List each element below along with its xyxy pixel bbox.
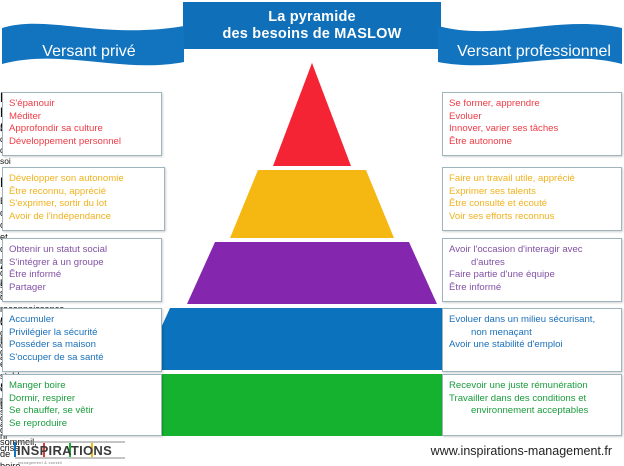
left-box-securite: Accumuler Privilégier la sécurité Posséd…: [2, 308, 162, 372]
left-estime-line-3: Avoir de l'indépendance: [9, 210, 111, 222]
left-appartenance-line-0: Obtenir un statut social: [9, 244, 108, 255]
left-survie-line-1: Dormir, respirer: [9, 392, 76, 404]
right-realisation-line-0: Se former, apprendre: [449, 98, 540, 109]
right-realisation-line-1: Evoluer: [449, 110, 482, 122]
left-realisation-line-1: Méditer: [9, 110, 41, 122]
website-url[interactable]: www.inspirations-management.fr: [430, 444, 612, 458]
right-securite-line-1: non menaçant: [471, 326, 532, 338]
right-estime-line-2: Être consulté et écouté: [449, 198, 548, 210]
left-estime-line-1: Être reconnu, apprécié: [9, 185, 107, 197]
logo-tagline: management & conseil: [18, 461, 63, 465]
right-appartenance-line-3: Être informé: [449, 281, 502, 293]
banner-right-label: Versant professionnel: [457, 43, 611, 60]
left-box-survie: Manger boire Dormir, respirer Se chauffe…: [2, 374, 162, 436]
banner-versant-prive: Versant privé: [2, 18, 184, 70]
right-securite-line-2: Avoir une stabilité d'emploi: [449, 339, 563, 351]
page-title: La pyramide des besoins de MASLOW: [183, 2, 441, 49]
left-realisation-line-3: Développement personnel: [9, 135, 122, 147]
right-box-estime: Faire un travail utile, apprécié Exprime…: [442, 167, 622, 231]
left-survie-line-2: Se chauffer, se vêtir: [9, 405, 94, 417]
page-title-line2: des besoins de MASLOW: [222, 25, 402, 42]
left-box-realisation: S'épanouir Méditer Approfondir sa cultur…: [2, 92, 162, 156]
right-realisation-line-2: Innover, varier ses tâches: [449, 123, 559, 135]
right-survie-line-0: Recevoir une juste rémunération: [449, 380, 588, 391]
company-logo[interactable]: INSPIRATIONS management & conseil: [14, 441, 125, 465]
right-appartenance-line-0: Avoir l'occasion d'interagir avec: [449, 244, 583, 255]
left-estime-line-0: Développer son autonomie: [9, 173, 124, 184]
left-realisation-line-2: Approfondir sa culture: [9, 123, 103, 135]
left-survie-line-0: Manger boire: [9, 380, 66, 391]
page-title-line1: La pyramide: [268, 8, 356, 25]
left-appartenance-line-1: S'intégrer à un groupe: [9, 256, 104, 268]
pyramid-level-appartenance-shape: [187, 242, 437, 304]
left-securite-line-3: S'occuper de sa santé: [9, 351, 104, 363]
right-estime-line-0: Faire un travail utile, apprécié: [449, 173, 575, 184]
left-securite-line-1: Privilégier la sécurité: [9, 326, 98, 338]
banner-versant-professionnel: Versant professionnel: [438, 18, 622, 70]
left-realisation-line-0: S'épanouir: [9, 98, 55, 109]
right-appartenance-line-1: d'autres: [471, 256, 505, 268]
pyramid-level-realisation-tri: [273, 63, 351, 166]
right-box-survie: Recevoir une juste rémunération Travaill…: [442, 374, 622, 436]
right-securite-line-0: Evoluer dans un milieu sécurisant,: [449, 314, 596, 325]
right-estime-line-1: Exprimer ses talents: [449, 185, 536, 197]
logo-wordmark: INSPIRATIONS: [17, 443, 113, 458]
left-survie-line-3: Se reproduire: [9, 417, 68, 429]
left-estime-line-2: S'exprimer, sortir du lot: [9, 198, 107, 210]
banner-left-label: Versant privé: [42, 43, 136, 60]
left-appartenance-line-2: Être informé: [9, 269, 62, 281]
right-box-securite: Evoluer dans un milieu sécurisant, non m…: [442, 308, 622, 372]
right-realisation-line-3: Être autonome: [449, 135, 512, 147]
right-appartenance-line-2: Faire partie d'une équipe: [449, 269, 555, 281]
pyramid-level-estime-shape: [230, 170, 394, 238]
left-box-estime: Développer son autonomie Être reconnu, a…: [2, 167, 165, 231]
left-appartenance-line-3: Partager: [9, 281, 46, 293]
left-box-appartenance: Obtenir un statut social S'intégrer à un…: [2, 238, 162, 302]
left-securite-line-2: Posséder sa maison: [9, 339, 96, 351]
left-securite-line-0: Accumuler: [9, 314, 55, 325]
pyramid-level-securite-shape: [142, 308, 482, 370]
right-box-appartenance: Avoir l'occasion d'interagir avec d'autr…: [442, 238, 622, 302]
right-estime-line-3: Voir ses efforts reconnus: [449, 210, 555, 222]
right-survie-line-1: Travailler dans des conditions et: [449, 392, 587, 404]
logo-mark: [14, 441, 125, 459]
right-box-realisation: Se former, apprendre Evoluer Innover, va…: [442, 92, 622, 156]
right-survie-line-2: environnement acceptables: [471, 405, 589, 417]
